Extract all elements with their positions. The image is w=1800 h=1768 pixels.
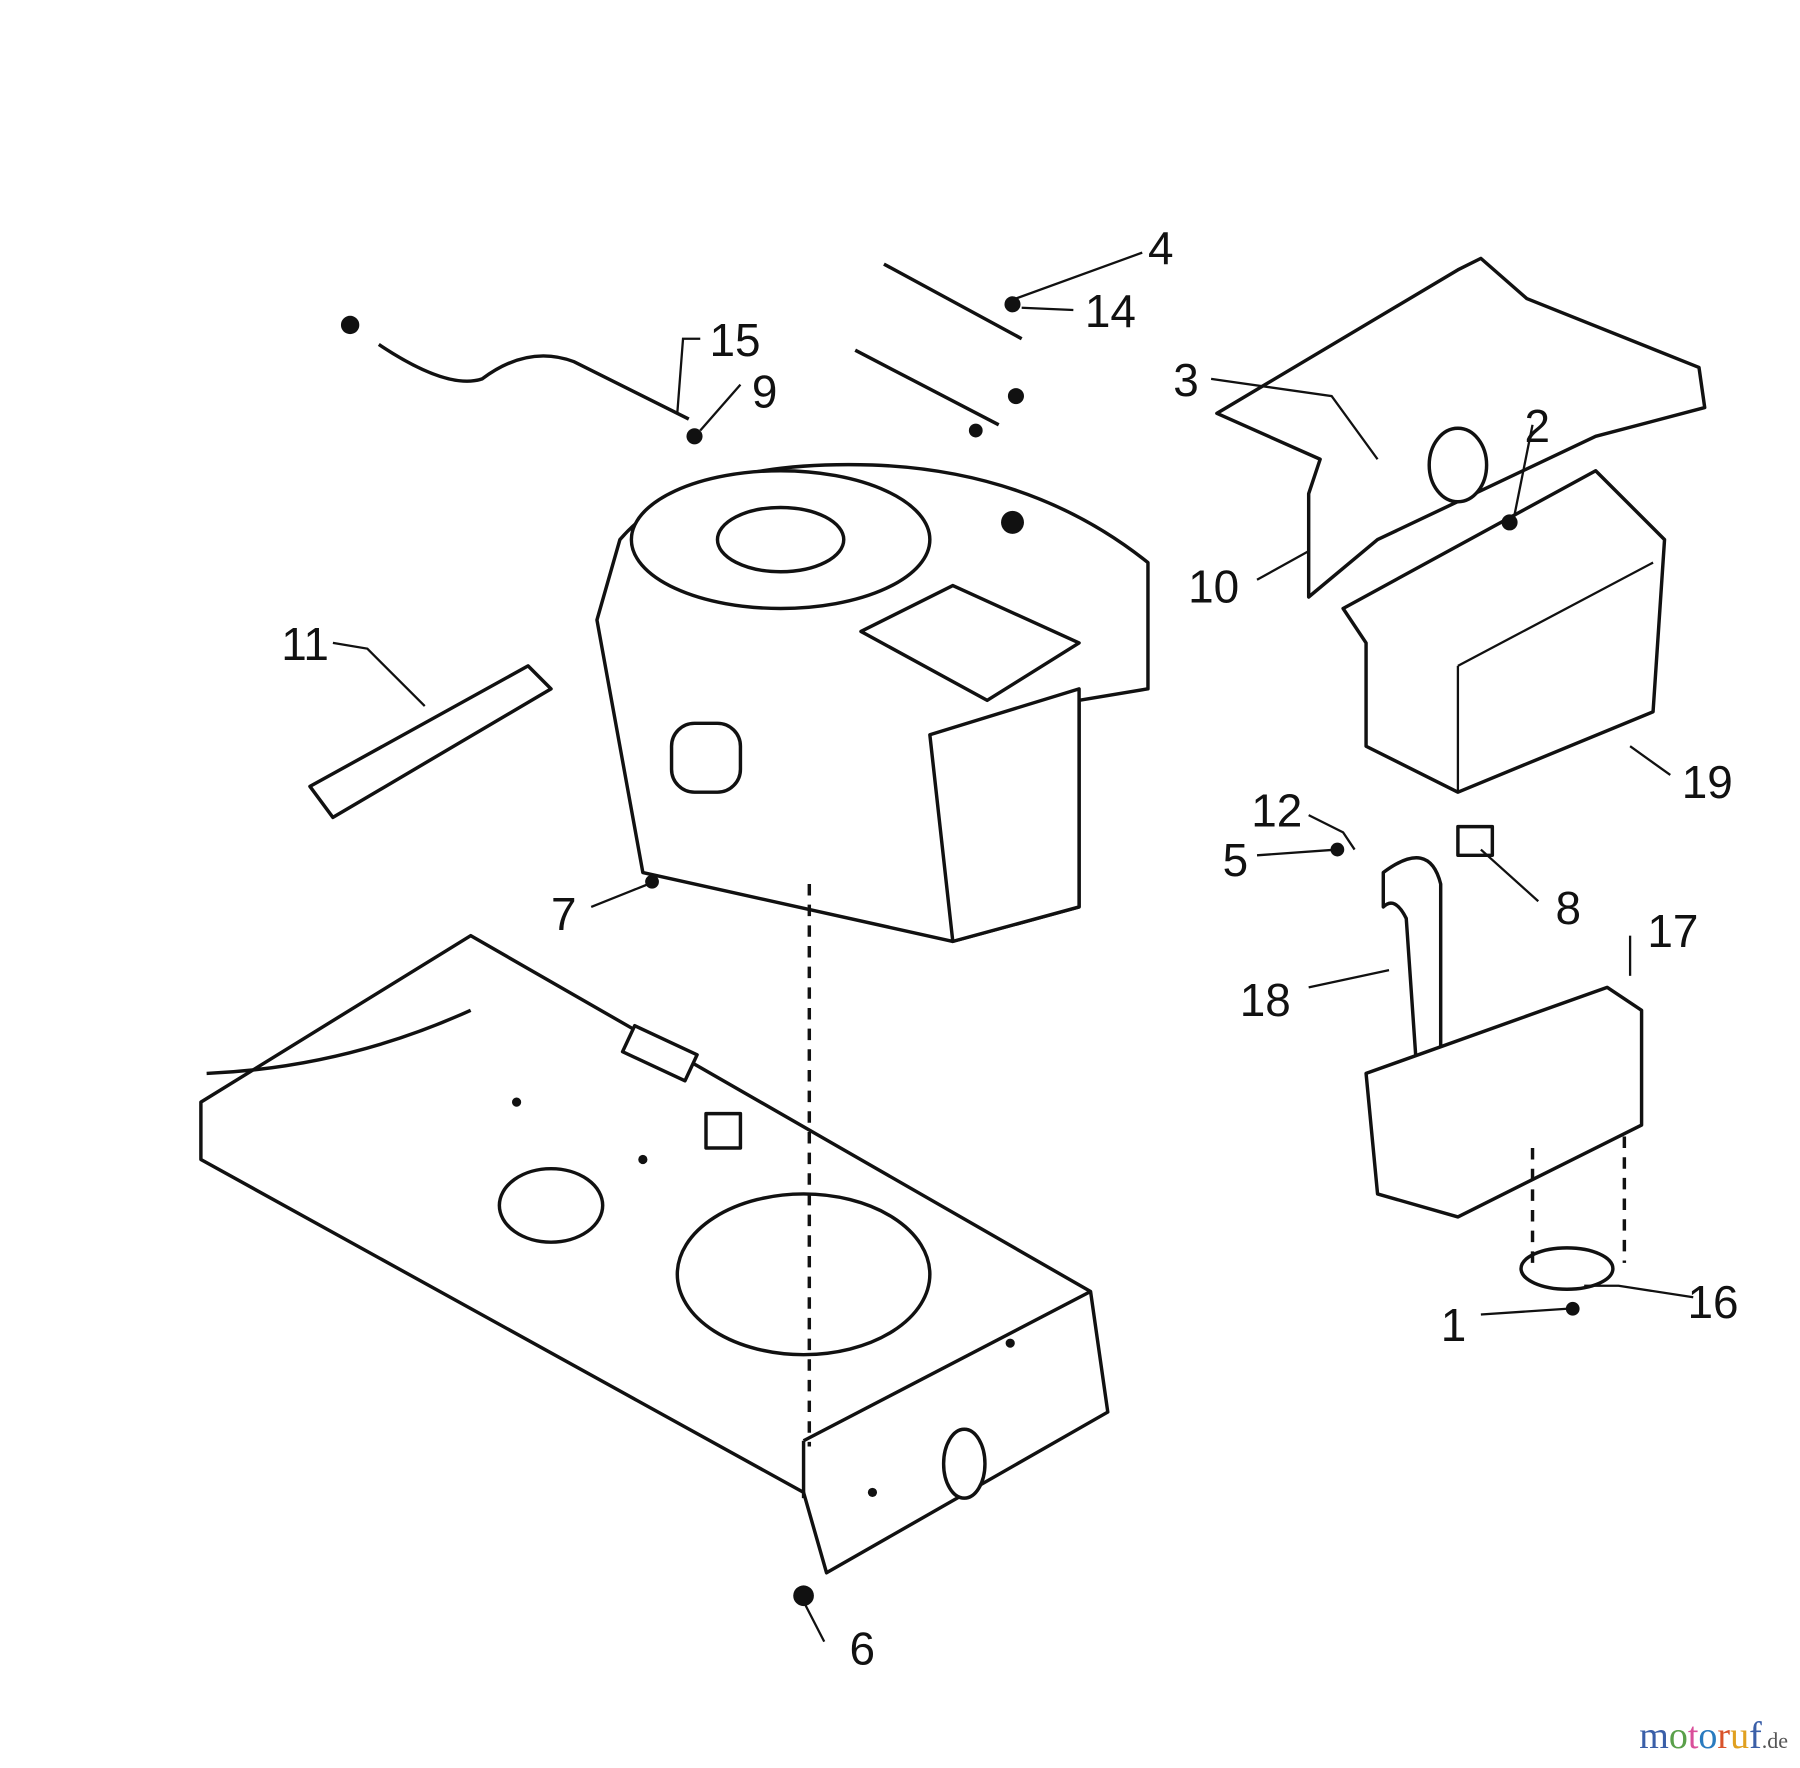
bolt-6: [793, 1585, 814, 1607]
callout-6: 6: [849, 1623, 875, 1675]
watermark-logo: motoruf.de: [1639, 1715, 1788, 1757]
throttle-rod: [340, 315, 703, 445]
callout-16: 16: [1688, 1276, 1739, 1328]
lever: [308, 664, 553, 820]
callout-2: 2: [1524, 400, 1550, 452]
mounting-bracket: [1215, 256, 1707, 599]
bolt-1: [1565, 1301, 1580, 1316]
bolt-5: [1330, 842, 1345, 857]
tractor-frame: [199, 933, 1110, 1575]
callout-5: 5: [1223, 834, 1249, 886]
leader-lines: [332, 251, 1694, 1643]
nut-7: [645, 874, 659, 889]
callout-17: 17: [1647, 905, 1698, 957]
callout-8: 8: [1555, 882, 1581, 934]
callout-10: 10: [1188, 561, 1239, 613]
callout-3: 3: [1173, 354, 1199, 406]
muffler: [1364, 985, 1644, 1291]
choke-rods: [854, 262, 1024, 438]
heat-shield: [1341, 469, 1667, 794]
callout-4: 4: [1148, 222, 1174, 274]
callout-18: 18: [1240, 974, 1291, 1026]
callout-14: 14: [1085, 285, 1136, 337]
callout-1: 1: [1441, 1299, 1467, 1351]
callout-9: 9: [752, 366, 778, 418]
engine: [595, 462, 1150, 944]
callout-12: 12: [1251, 785, 1302, 837]
callout-11: 11: [281, 618, 329, 670]
callout-15: 15: [709, 314, 760, 366]
callout-7: 7: [551, 888, 577, 940]
callout-19: 19: [1682, 756, 1733, 808]
